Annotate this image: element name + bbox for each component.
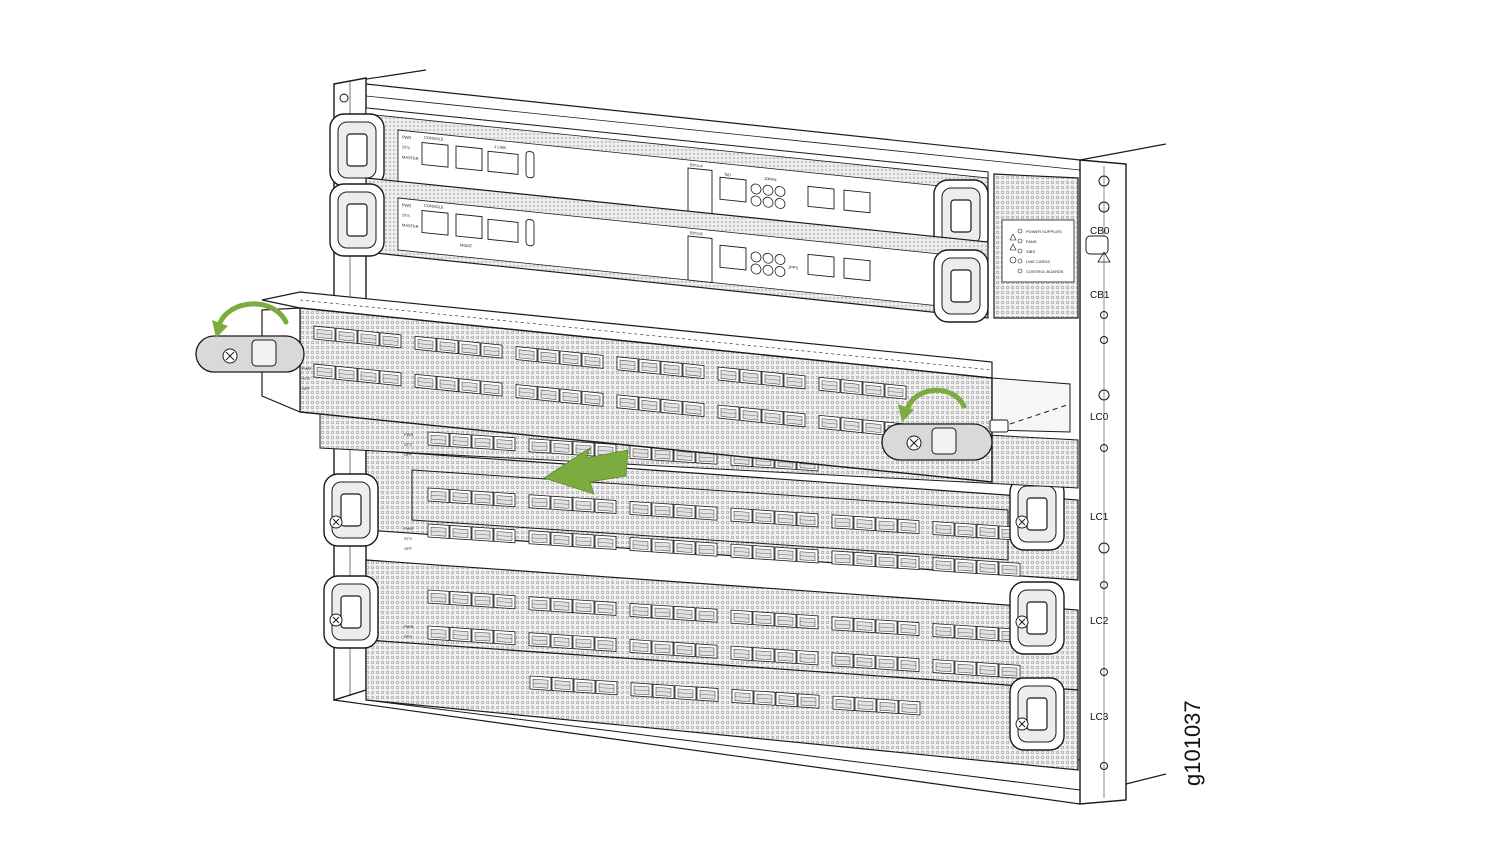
slot-label-cb1: CB1 — [1090, 290, 1110, 301]
cb0-console-label: CONSOLE — [424, 135, 444, 142]
control-board-cb0: PWR STS MASTER CONSOLE 1 LINK BITS-A ToD… — [329, 107, 989, 253]
slot-labels: CB0 CB1 LC0 LC1 LC2 LC3 — [1090, 226, 1110, 723]
lc0-bay-led-pwr-label: PWR — [404, 432, 413, 437]
lc0-led-sts-label: STS — [302, 376, 310, 381]
cb0-link-label: 1 LINK — [494, 144, 507, 150]
lc0-bay-led-off-label: OFF — [404, 452, 413, 457]
cb1-mgmt-label: MGMT — [460, 242, 473, 248]
line-card-lc1: PWR STS OFF — [404, 469, 1020, 576]
lc0-right-handle[interactable] — [881, 403, 1071, 461]
cb1-led-master-label: MASTER — [402, 222, 419, 229]
cb0-10mhz-label: 10MHz — [764, 176, 777, 182]
lc0-led-off-label: OFF — [302, 386, 311, 391]
cb1-led-sts-label: STS — [402, 212, 410, 218]
status-line-cards-label: LINE CARDS — [1026, 259, 1050, 264]
lc1-right-ejector[interactable] — [1009, 477, 1065, 551]
slot-label-cb0: CB0 — [1090, 226, 1110, 237]
cb1-1pps-label: 1PPS — [788, 264, 799, 270]
line-card-lc3 — [365, 639, 1079, 771]
lc1-led-pwr-label: PWR — [404, 526, 413, 531]
cb1-left-ejector[interactable] — [329, 183, 385, 257]
cb0-left-ejector[interactable] — [329, 113, 385, 187]
pull-out-arrow — [543, 446, 629, 495]
lc3-right-ejector[interactable] — [1009, 677, 1065, 751]
cb0-tod-label: ToD — [724, 172, 731, 178]
lc1-left-ejector[interactable] — [323, 473, 379, 547]
cb0-led-pwr-label: PWR — [402, 134, 411, 140]
cb0-led-master-label: MASTER — [402, 154, 419, 161]
status-fans-label: FANS — [1026, 239, 1037, 244]
lc2-left-ejector[interactable] — [323, 575, 379, 649]
slot-label-lc2: LC2 — [1090, 616, 1109, 627]
cb1-faceplate: PWR STS MASTER CONSOLE MGMT BITS-B 1PPS — [397, 197, 984, 311]
slot-label-lc1: LC1 — [1090, 512, 1109, 523]
slot-label-lc0: LC0 — [1090, 412, 1109, 423]
lc0-led-pwr-label: PWR — [302, 366, 311, 371]
status-control-boards-label: CONTROL BOARDS — [1026, 269, 1064, 274]
lc1-led-off-label: OFF — [404, 546, 413, 551]
cb0-faceplate: PWR STS MASTER CONSOLE 1 LINK BITS-A ToD… — [397, 129, 984, 243]
figure-id: g101037 — [1180, 700, 1205, 786]
cb1-right-ejector[interactable] — [933, 249, 989, 323]
lc2-led-pwr-label: PWR — [404, 624, 413, 629]
cb1-bits-b-label: BITS-B — [690, 230, 703, 236]
slot-label-lc3: LC3 — [1090, 712, 1109, 723]
cb1-led-pwr-label: PWR — [402, 202, 411, 208]
lc1-led-sts-label: STS — [404, 536, 412, 541]
lc2-led-sts-label: STS — [404, 634, 412, 639]
status-power-supplies-label: POWER SUPPLIES — [1026, 229, 1062, 234]
status-panel: POWER SUPPLIES FANS SIBS LINE CARDS CONT… — [993, 173, 1079, 319]
cb1-console-label: CONSOLE — [424, 203, 444, 210]
rotation-arrow-left — [212, 301, 289, 338]
control-board-cb1: PWR STS MASTER CONSOLE MGMT BITS-B 1PPS — [329, 177, 989, 323]
lc0-bay-led-sts-label: STS — [404, 442, 412, 447]
status-sibs-label: SIBS — [1026, 249, 1035, 254]
lc0-left-handle[interactable] — [195, 335, 305, 373]
cb0-bits-a-label: BITS-A — [690, 162, 703, 168]
cb0-led-sts-label: STS — [402, 144, 410, 150]
rotation-arrow-right — [898, 387, 967, 422]
